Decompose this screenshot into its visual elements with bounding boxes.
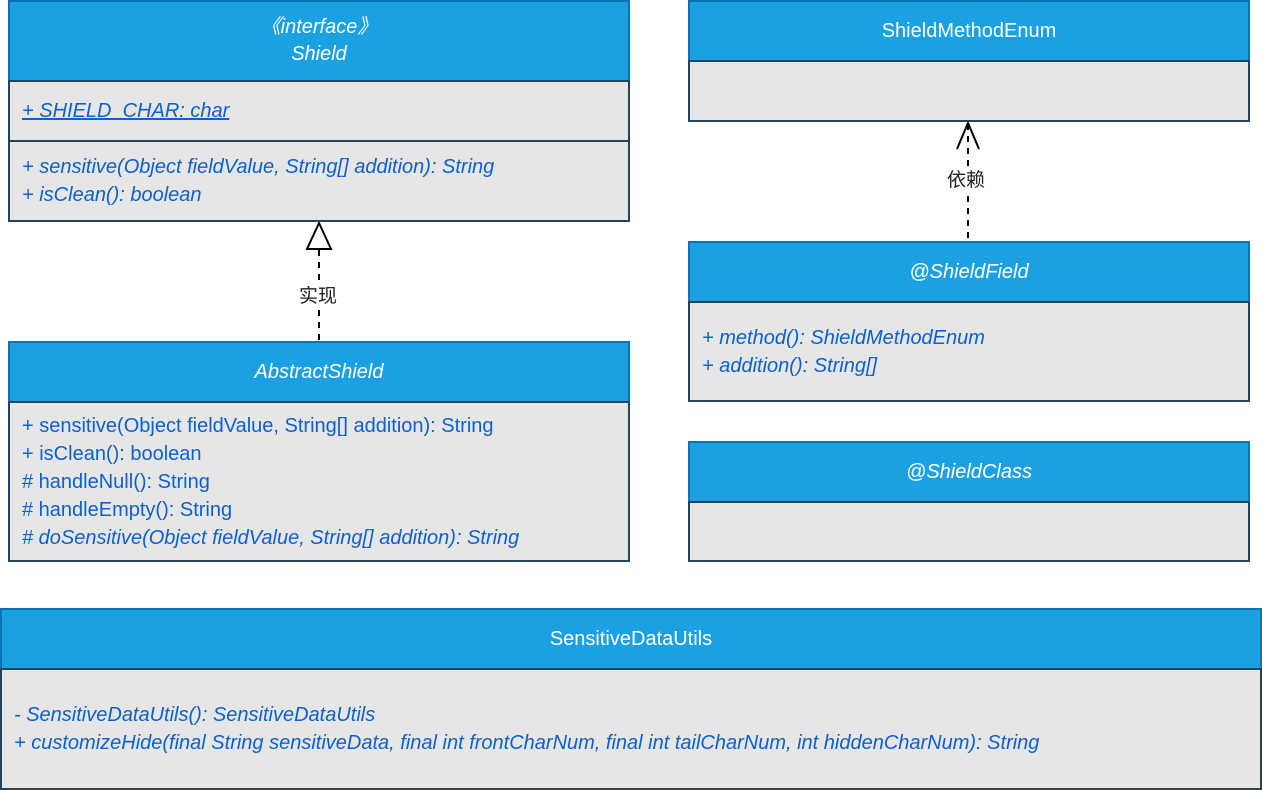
class-name: ShieldMethodEnum — [881, 19, 1057, 42]
class-shield-field[interactable]: @ShieldField + method(): ShieldMethodEnu… — [688, 241, 1250, 402]
dependency-arrowhead — [956, 120, 980, 150]
realization-label: 实现 — [299, 286, 338, 308]
realization-arrowhead — [305, 220, 333, 250]
class-header: 《interface》 Shield — [8, 0, 630, 82]
attributes-section: + SHIELD_CHAR: char — [8, 80, 630, 142]
class-shield-class[interactable]: @ShieldClass — [688, 441, 1250, 562]
method: # handleNull(): String — [22, 470, 210, 493]
class-header: @ShieldField — [688, 241, 1250, 303]
method: - SensitiveDataUtils(): SensitiveDataUti… — [14, 704, 376, 726]
class-name: Shield — [291, 43, 347, 65]
stereotype: 《interface》 — [260, 16, 378, 38]
class-sensitive-data-utils[interactable]: SensitiveDataUtils - SensitiveDataUtils(… — [0, 608, 1262, 790]
dependency-label: 依赖 — [947, 170, 986, 192]
class-name: @ShieldClass — [906, 460, 1032, 483]
methods-section: + method(): ShieldMethodEnum + addition(… — [688, 301, 1250, 402]
method: # doSensitive(Object fieldValue, String[… — [22, 526, 520, 549]
class-abstract-shield[interactable]: AbstractShield + sensitive(Object fieldV… — [8, 341, 630, 562]
class-header: ShieldMethodEnum — [688, 0, 1250, 62]
body-section — [688, 60, 1250, 122]
class-name: SensitiveDataUtils — [549, 627, 713, 650]
class-shield[interactable]: 《interface》 Shield + SHIELD_CHAR: char +… — [8, 0, 630, 222]
class-shield-method-enum[interactable]: ShieldMethodEnum — [688, 0, 1250, 122]
method: + addition(): String[] — [702, 354, 878, 377]
attribute: + SHIELD_CHAR: char — [22, 100, 230, 122]
method: + customizeHide(final String sensitiveDa… — [14, 732, 1040, 754]
class-name: @ShieldField — [909, 260, 1029, 283]
class-name: AbstractShield — [254, 360, 384, 383]
method: + sensitive(Object fieldValue, String[] … — [22, 156, 495, 178]
method: + method(): ShieldMethodEnum — [702, 326, 985, 349]
method: + isClean(): boolean — [22, 184, 202, 206]
method: + isClean(): boolean — [22, 442, 202, 465]
method: + sensitive(Object fieldValue, String[] … — [22, 414, 494, 437]
method: # handleEmpty(): String — [22, 498, 233, 521]
body-section — [688, 501, 1250, 562]
class-header: AbstractShield — [8, 341, 630, 403]
class-header: SensitiveDataUtils — [0, 608, 1262, 670]
methods-section: - SensitiveDataUtils(): SensitiveDataUti… — [0, 668, 1262, 790]
methods-section: + sensitive(Object fieldValue, String[] … — [8, 140, 630, 222]
methods-section: + sensitive(Object fieldValue, String[] … — [8, 401, 630, 562]
class-header: @ShieldClass — [688, 441, 1250, 503]
